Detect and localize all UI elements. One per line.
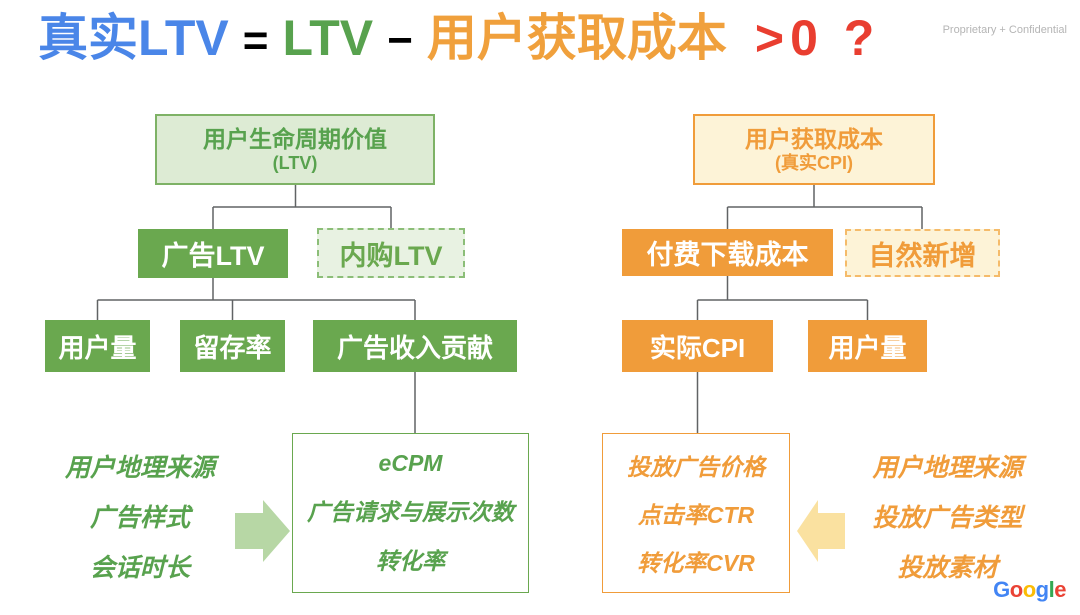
- connector-path: [96, 185, 923, 433]
- ad-ltv-box: 广告LTV: [138, 229, 288, 278]
- equals-sign: =: [242, 16, 269, 65]
- title-real-ltv: 真实LTV: [38, 10, 229, 66]
- google-logo: Google: [993, 577, 1066, 603]
- ltv-root-subtitle: (LTV): [272, 152, 318, 173]
- cost-factors-list: 用户地理来源 投放广告类型 投放素材: [855, 443, 1040, 593]
- ad-revenue-box: 广告收入贡献: [313, 320, 517, 372]
- factor-geo-right: 用户地理来源: [872, 454, 1023, 482]
- confidential-note: Proprietary + Confidential: [942, 24, 1067, 36]
- title-acquisition-cost: 用户获取成本: [426, 10, 727, 66]
- ltv-root-title: 用户生命周期价值: [203, 126, 387, 153]
- google-letter: G: [993, 577, 1010, 602]
- left-arrow-shape: [797, 500, 845, 562]
- ltv-factors-list: 用户地理来源 广告样式 会话时长: [40, 443, 240, 593]
- ltv-root-box: 用户生命周期价值 (LTV): [155, 114, 435, 185]
- title-ltv: LTV: [282, 10, 374, 66]
- ad-revenue-detail-box: eCPM 广告请求与展示次数 转化率: [292, 433, 529, 593]
- title-formula: 真实LTV = LTV − 用户获取成本 >0 ?: [38, 8, 880, 68]
- google-letter: e: [1054, 577, 1066, 602]
- organic-growth-box: 自然新增: [845, 229, 1000, 277]
- left-arrow-icon: [797, 500, 845, 562]
- cost-root-title: 用户获取成本: [745, 126, 883, 153]
- factor-session-time: 会话时长: [89, 554, 190, 582]
- factor-ad-creative: 投放素材: [897, 554, 998, 582]
- google-letter: g: [1035, 577, 1049, 602]
- factor-ad-type: 投放广告类型: [872, 504, 1023, 532]
- detail-ecpm: eCPM: [378, 449, 443, 476]
- google-letter: o: [1022, 577, 1036, 602]
- users-count-right-box: 用户量: [808, 320, 927, 372]
- cost-root-box: 用户获取成本 (真实CPI): [693, 114, 935, 185]
- detail-cvr: 转化率CVR: [637, 550, 755, 576]
- retention-box: 留存率: [180, 320, 285, 372]
- detail-ctr: 点击率CTR: [637, 502, 755, 528]
- factor-ad-format: 广告样式: [89, 504, 190, 532]
- right-arrow-icon: [235, 500, 290, 562]
- google-letter: o: [1009, 577, 1023, 602]
- detail-ad-price: 投放广告价格: [627, 454, 765, 480]
- cpi-detail-box: 投放广告价格 点击率CTR 转化率CVR: [602, 433, 790, 593]
- factor-geo: 用户地理来源: [64, 454, 215, 482]
- minus-sign: −: [387, 16, 413, 65]
- actual-cpi-box: 实际CPI: [622, 320, 773, 372]
- title-gt-zero: >0 ?: [754, 10, 881, 66]
- users-count-box: 用户量: [45, 320, 150, 372]
- paid-download-cost-box: 付费下载成本: [622, 229, 833, 276]
- google-letter: l: [1048, 577, 1055, 602]
- detail-ad-requests: 广告请求与展示次数: [307, 498, 514, 525]
- right-arrow-shape: [235, 500, 290, 562]
- cost-root-subtitle: (真实CPI): [775, 152, 853, 173]
- iap-ltv-box: 内购LTV: [317, 228, 465, 278]
- detail-conversion: 转化率: [376, 548, 445, 575]
